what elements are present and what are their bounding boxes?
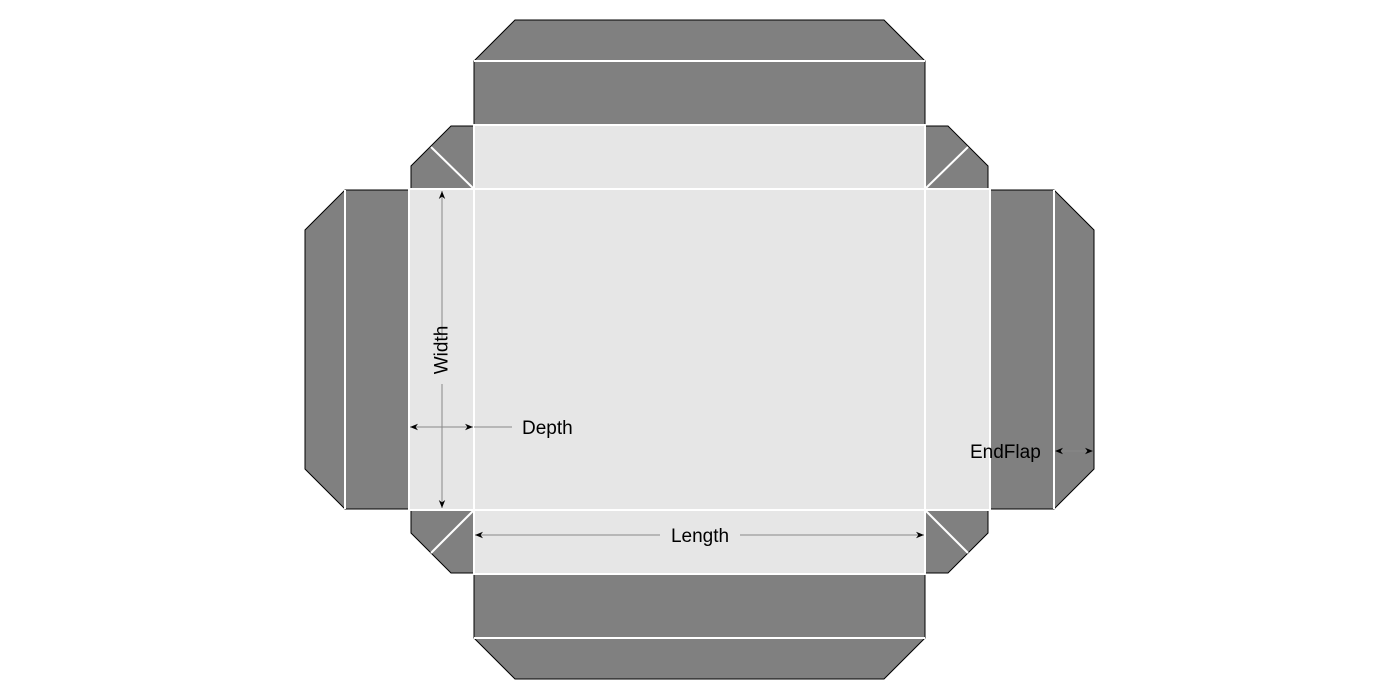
- right-end-panel: [924, 188, 991, 511]
- bottom-flap: [473, 573, 926, 680]
- length-label: Length: [671, 526, 729, 547]
- fold-line: [430, 509, 475, 554]
- bottom-side-panel: [473, 509, 926, 575]
- fold-line: [924, 509, 969, 554]
- top-side-panel: [473, 124, 926, 190]
- top-flap: [473, 19, 926, 126]
- panels: [408, 124, 991, 575]
- fold-line: [924, 146, 969, 190]
- fold-lines: [344, 60, 1055, 639]
- dimension-lines: [410, 191, 1093, 539]
- width-label: Width: [432, 326, 453, 375]
- endflap-label: EndFlap: [970, 442, 1041, 463]
- base-panel: [473, 188, 926, 511]
- depth-label: Depth: [522, 418, 573, 439]
- left-end-flap: [304, 189, 410, 510]
- fold-line: [430, 146, 475, 190]
